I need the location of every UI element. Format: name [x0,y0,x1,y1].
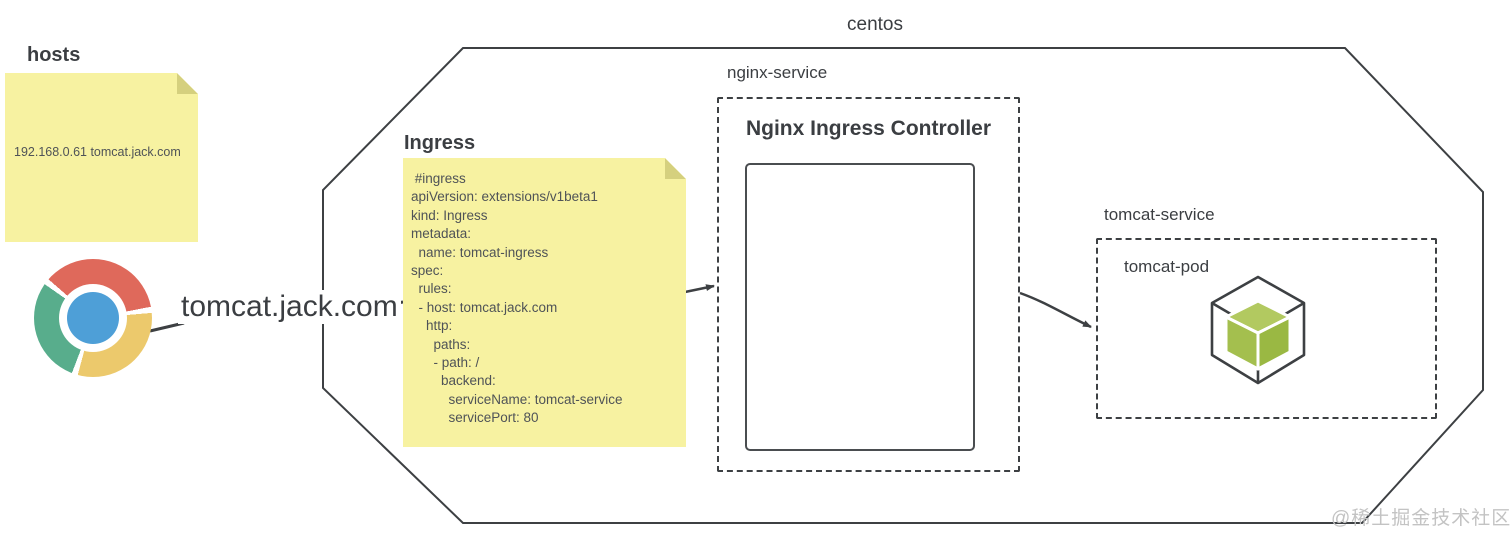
arrow-nginx-to-tomcat [1019,291,1092,329]
tomcat-pod-label: tomcat-pod [1124,257,1210,276]
browser-connector-line [149,321,185,333]
juejin-watermark: @稀土掘金技术社区 [1331,508,1512,529]
tomcat-service-label: tomcat-service [1104,205,1215,224]
nginx-controller-rect [745,163,975,451]
arrow-ingress-to-nginx [684,284,715,294]
browser-url-label: tomcat.jack.com [178,290,401,324]
hosts-note-content: 192.168.0.61 tomcat.jack.com [14,145,181,159]
nginx-ingress-controller-title: Nginx Ingress Controller [745,117,992,140]
hosts-sticky-note: 192.168.0.61 tomcat.jack.com [5,73,198,242]
pod-cube-icon [1210,275,1306,385]
tomcat-service-box [1096,238,1437,419]
chrome-browser-icon [34,259,152,377]
ingress-note-title: Ingress [404,132,476,154]
centos-cluster-label: centos [847,14,903,35]
nginx-service-label: nginx-service [727,63,828,82]
hosts-note-title: hosts [27,44,81,66]
ingress-yaml-content: #ingress apiVersion: extensions/v1beta1 … [411,171,623,426]
centos-octagon-outline [322,47,1484,524]
ingress-sticky-note: #ingress apiVersion: extensions/v1beta1 … [403,158,686,447]
nginx-service-box [717,97,1020,472]
